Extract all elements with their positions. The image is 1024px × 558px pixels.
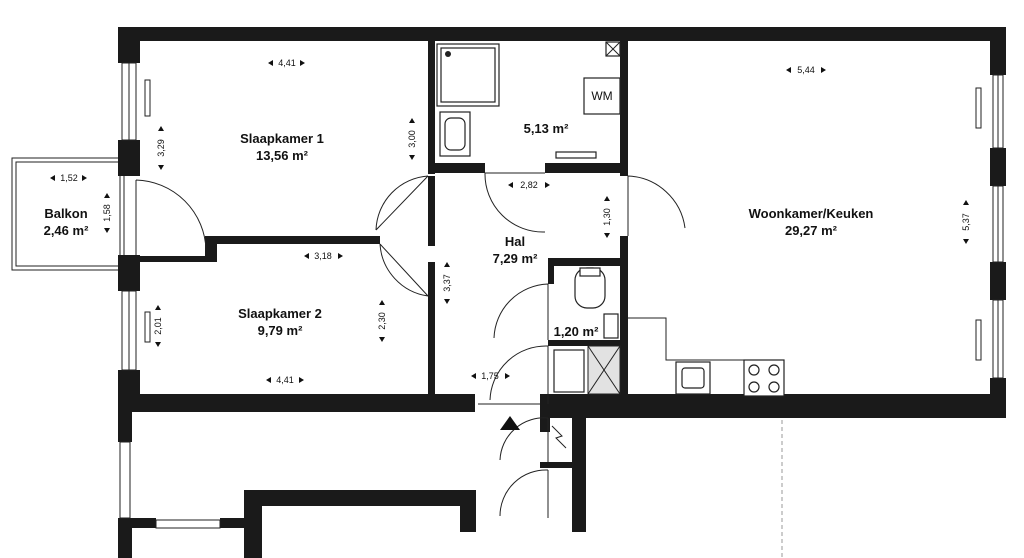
svg-text:1,75: 1,75 xyxy=(481,371,499,381)
svg-text:4,41: 4,41 xyxy=(276,375,294,385)
dim-sk1-depth: 3,29 xyxy=(156,126,166,170)
dim-sk2-width-bottom: 4,41 xyxy=(266,375,304,385)
dim-sk2-depth-right: 2,30 xyxy=(377,300,387,342)
room-area-slaapkamer2: 9,79 m² xyxy=(258,323,303,338)
dimension-labels: 4,41 1,52 3,18 4,41 2,82 1,75 5,44 xyxy=(50,58,826,385)
dim-balkon-depth: 1,58 xyxy=(102,193,112,233)
dim-hal-width: 2,82 xyxy=(508,180,550,190)
svg-text:2,30: 2,30 xyxy=(377,312,387,330)
entrance-marker xyxy=(500,416,520,430)
svg-text:4,41: 4,41 xyxy=(278,58,296,68)
room-area-slaapkamer1: 13,56 m² xyxy=(256,148,309,163)
meter-cupboard xyxy=(553,349,585,393)
room-area-hal: 7,29 m² xyxy=(493,251,538,266)
dim-wk-width: 5,44 xyxy=(786,65,826,75)
dim-hal-depth: 3,37 xyxy=(442,262,452,304)
dim-hal-door-depth: 1,30 xyxy=(602,196,612,238)
dim-entry-width: 1,75 xyxy=(471,371,510,381)
windows xyxy=(119,62,1004,529)
dimension-labels-vertical: 3,29 3,00 1,58 2,01 2,30 3,37 1,30 5,37 xyxy=(102,118,971,347)
svg-text:2,82: 2,82 xyxy=(520,180,538,190)
dim-sk1-depth-inner: 3,00 xyxy=(407,118,417,160)
svg-text:3,00: 3,00 xyxy=(407,130,417,148)
room-area-toilet: 1,20 m² xyxy=(554,324,599,339)
room-name-slaapkamer1: Slaapkamer 1 xyxy=(240,131,324,146)
svg-text:3,18: 3,18 xyxy=(314,251,332,261)
svg-text:2,01: 2,01 xyxy=(153,317,163,335)
dim-sk2-width-top: 3,18 xyxy=(304,251,343,261)
washing-machine-label: WM xyxy=(591,89,612,103)
room-area-badkamer: 5,13 m² xyxy=(524,121,569,136)
svg-text:3,29: 3,29 xyxy=(156,139,166,157)
room-name-woonkamer: Woonkamer/Keuken xyxy=(749,206,874,221)
svg-text:5,37: 5,37 xyxy=(961,213,971,231)
doors xyxy=(135,172,686,518)
balcony-outline xyxy=(11,157,125,271)
dim-balkon-width: 1,52 xyxy=(50,173,87,183)
room-area-woonkamer: 29,27 m² xyxy=(785,223,838,238)
washing-machine xyxy=(583,77,621,115)
svg-text:1,52: 1,52 xyxy=(60,173,78,183)
walls xyxy=(118,27,1006,558)
dim-wk-depth: 5,37 xyxy=(961,200,971,244)
room-name-slaapkamer2: Slaapkamer 2 xyxy=(238,306,322,321)
svg-text:5,44: 5,44 xyxy=(797,65,815,75)
dim-sk1-width: 4,41 xyxy=(268,58,305,68)
svg-text:1,58: 1,58 xyxy=(102,204,112,222)
svg-text:1,30: 1,30 xyxy=(602,208,612,226)
svg-text:3,37: 3,37 xyxy=(442,274,452,292)
fixtures xyxy=(436,41,785,449)
room-name-balkon: Balkon xyxy=(44,206,87,221)
room-labels: Slaapkamer 1 13,56 m² Slaapkamer 2 9,79 … xyxy=(44,89,874,339)
room-area-balkon: 2,46 m² xyxy=(44,223,89,238)
dim-sk2-depth-left: 2,01 xyxy=(153,305,163,347)
room-name-hal: Hal xyxy=(505,234,525,249)
